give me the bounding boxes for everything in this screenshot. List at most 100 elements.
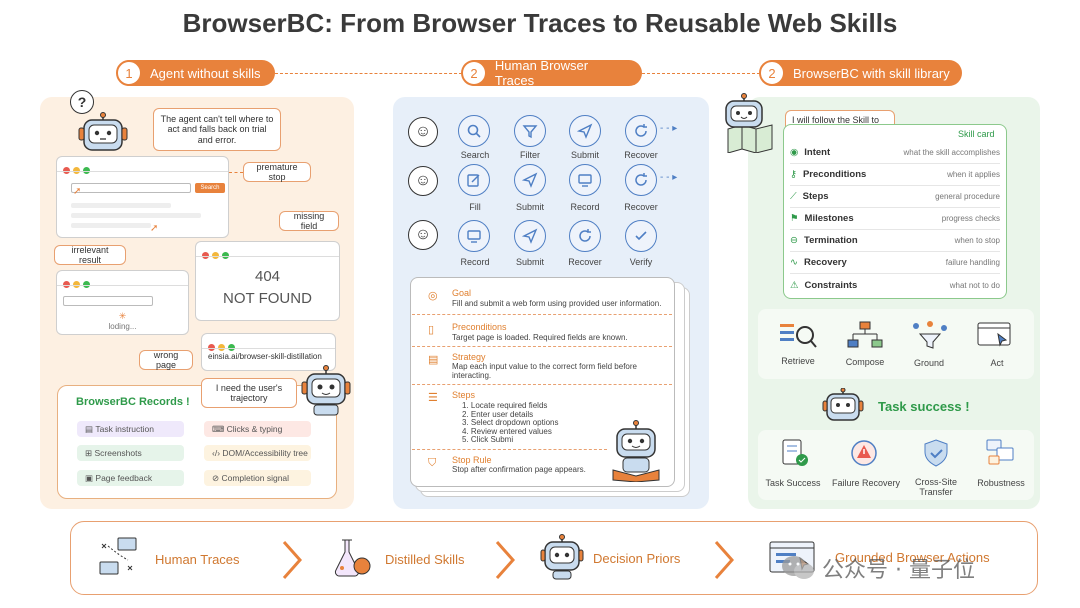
goal-text: Fill and submit a web form using provide…: [452, 299, 662, 308]
target-icon: ◉: [790, 147, 799, 158]
strategy-icon: ▤: [428, 354, 439, 366]
monitor-icon: [569, 164, 601, 196]
user-avatar-icon: ☺: [408, 117, 438, 147]
skill-card-title: Skill card: [958, 129, 995, 139]
record-tag-label: Screenshots: [94, 448, 142, 458]
preconditions-title: Preconditions: [452, 322, 507, 332]
steps-title: Steps: [452, 390, 476, 400]
steps-list: 1. Locate required fields 2. Enter user …: [462, 401, 559, 445]
preconditions-text: Target page is loaded. Required fields a…: [452, 333, 628, 342]
step-label: BrowserBC with skill library: [793, 65, 950, 81]
action-label: Submit: [515, 257, 544, 267]
screenshot-icon: ⊞: [85, 447, 95, 458]
skill-row-name: Recovery: [803, 257, 847, 268]
robot-map-icon: [725, 93, 773, 153]
refresh-icon: [625, 115, 657, 147]
shield-check-icon: [924, 439, 948, 467]
watermark-text: 公众号 · 量子位: [822, 558, 975, 583]
robustness-icon: [986, 439, 1014, 465]
edit-icon: [458, 164, 490, 196]
skill-row-desc: what not to do: [949, 280, 1000, 290]
pipeline-label: Distilled Skills: [385, 552, 465, 567]
action-label: Recover: [624, 150, 658, 160]
browser-window: Search: [56, 156, 229, 238]
checklist-icon: [782, 439, 808, 466]
user-avatar-icon: ☺: [408, 166, 438, 196]
record-tag: ▤ Task instruction: [77, 421, 184, 437]
click-icon: ⌨: [212, 423, 227, 434]
stop-rule-title: Stop Rule: [452, 455, 492, 465]
step-label: Agent without skills: [150, 65, 261, 81]
target-icon: ◎: [428, 290, 438, 302]
skill-row-desc: failure handling: [945, 258, 1000, 267]
chevron-right-icon: [282, 541, 303, 579]
search-icon: [458, 115, 490, 147]
not-found-window: 404 NOT FOUND: [195, 241, 340, 321]
page-title: BrowserBC: From Browser Traces to Reusab…: [182, 8, 898, 38]
chevron-right-icon: [495, 541, 516, 579]
error-code: 404: [254, 268, 281, 285]
outcome-label: Task Success: [765, 478, 821, 488]
robot-icon: [301, 365, 351, 416]
flask-icon: [334, 539, 371, 577]
skill-card: [783, 124, 1007, 299]
record-tag: ⌨ Clicks & typing: [204, 421, 311, 437]
records-title: BrowserBC Records !: [76, 396, 190, 408]
window-dots: [208, 338, 238, 356]
recovery-warning-icon: [851, 440, 877, 466]
flag-icon: ⚑: [790, 213, 799, 224]
checkmark-icon: [625, 220, 657, 252]
record-tag-label: Page feedback: [95, 473, 153, 483]
task-success-label: Task success !: [878, 399, 970, 414]
skill-row-desc: general procedure: [935, 192, 1000, 201]
error-text: NOT FOUND: [223, 290, 312, 307]
search-input[interactable]: [71, 183, 191, 193]
step-pill-2: 2 Human Browser Traces: [461, 58, 642, 88]
search-button[interactable]: Search: [195, 183, 225, 193]
step-number: 2: [759, 60, 785, 86]
strategy-text: Map each input value to the correct form…: [452, 362, 637, 381]
check-icon: ⊘: [212, 472, 222, 483]
record-tag-label: DOM/Accessibility tree: [222, 448, 308, 458]
stop-rule-text: Stop after confirmation page appears.: [452, 465, 586, 474]
action-label: Submit: [570, 150, 599, 160]
record-tag: ‹/› DOM/Accessibility tree: [204, 445, 311, 461]
action-label: Record: [460, 257, 490, 267]
stop-icon: ⊖: [790, 235, 798, 246]
skill-row-desc: what the skill accomplishes: [903, 148, 1000, 157]
step-item: 4. Review entered values: [462, 426, 552, 436]
record-tag-label: Completion signal: [221, 473, 290, 483]
input-field[interactable]: [63, 296, 153, 306]
connector-line: [275, 73, 462, 74]
window-dots: [63, 275, 93, 293]
skill-row-name: Steps: [802, 191, 829, 202]
url-text: einsia.ai/browser-skill-distillation: [208, 352, 322, 361]
doc-icon: ▤: [85, 423, 96, 434]
skill-row: ∿ Recovery failure handling: [790, 252, 1000, 274]
goal-title: Goal: [452, 288, 472, 298]
shield-icon: ⛉: [428, 457, 437, 469]
outcome-label: Robustness: [977, 478, 1025, 488]
cursor-icon: ➚: [150, 223, 159, 234]
retrieve-icon: [780, 324, 817, 348]
skill-row-desc: progress checks: [941, 214, 1000, 223]
tool-label: Act: [990, 358, 1004, 368]
loading-window: ✳ loding...: [56, 270, 189, 335]
document-icon: ▯: [428, 324, 435, 336]
pulse-icon: ∿: [790, 257, 798, 268]
loading-text: loding...: [108, 322, 137, 331]
wrong-page-label: wrong page: [139, 350, 193, 370]
watermark: 公众号 · 量子位: [780, 548, 1040, 588]
pipeline-label: Grounded Browser Actions: [835, 550, 990, 565]
record-tag: ⊞ Screenshots: [77, 445, 184, 461]
record-tag-label: Clicks & typing: [226, 424, 283, 434]
action-label: Verify: [629, 257, 653, 267]
pipeline-label: Decision Priors: [593, 551, 681, 566]
skill-row-name: Termination: [803, 235, 858, 246]
wechat-logo-icon: [782, 556, 814, 579]
robot-icon: [540, 534, 584, 580]
record-tag: ▣ Page feedback: [77, 470, 184, 486]
